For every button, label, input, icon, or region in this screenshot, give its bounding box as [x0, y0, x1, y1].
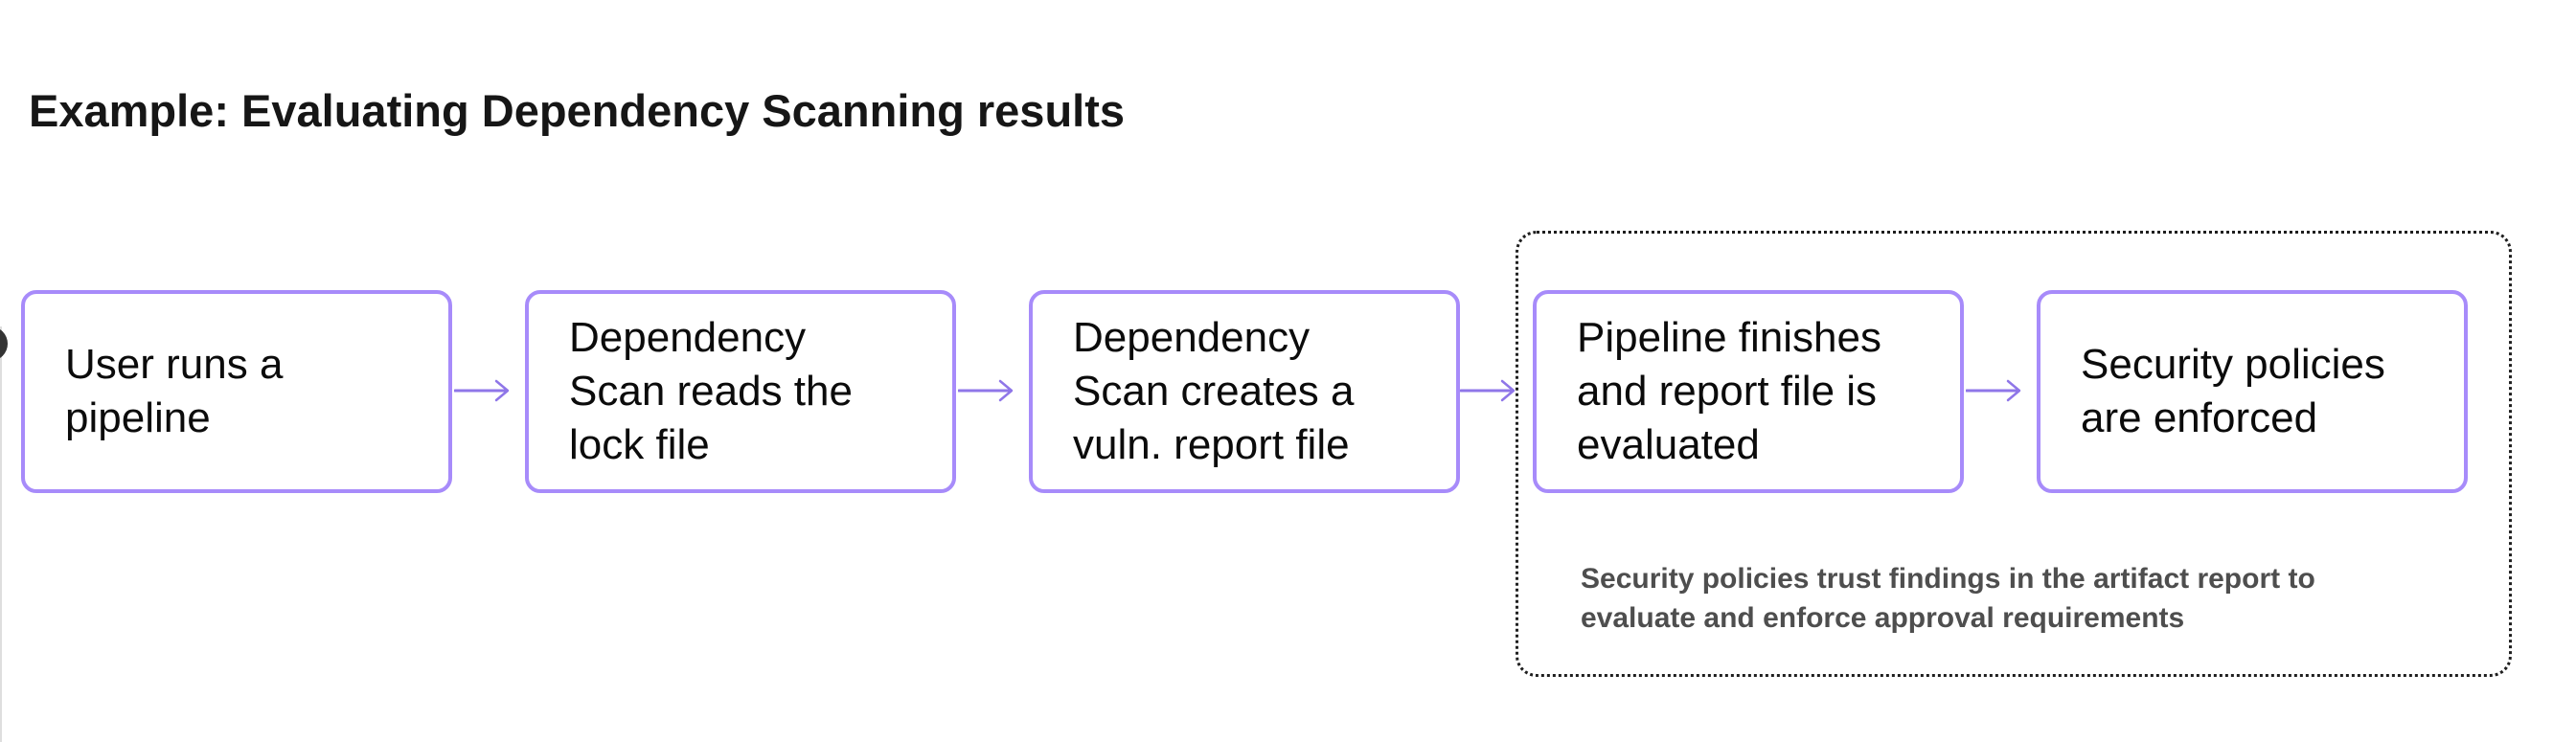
diagram-title: Example: Evaluating Dependency Scanning …	[29, 85, 1125, 136]
flow-step-label: Dependency Scan reads the lock file	[569, 314, 853, 468]
flow-step-user-runs-pipeline: User runs a pipeline	[21, 290, 452, 493]
policy-evaluation-group-outline	[1516, 231, 2512, 677]
flow-step-label: Dependency Scan creates a vuln. report f…	[1073, 314, 1355, 468]
flow-step-label: Pipeline finishes and report file is eva…	[1577, 314, 1881, 468]
flow-step-scan-reads-lock-file: Dependency Scan reads the lock file	[525, 290, 956, 493]
arrow-right-icon	[454, 379, 510, 402]
flow-step-label: User runs a pipeline	[65, 341, 284, 441]
arrow-right-icon	[958, 379, 1014, 402]
arrow-right-icon	[1460, 379, 1516, 402]
clipped-circle-artifact	[0, 326, 8, 361]
flow-step-scan-creates-report: Dependency Scan creates a vuln. report f…	[1029, 290, 1460, 493]
flow-step-policies-enforced: Security policies are enforced	[2037, 290, 2468, 493]
arrow-right-icon	[1966, 379, 2021, 402]
flow-step-label: Security policies are enforced	[2081, 341, 2385, 441]
policy-group-note: Security policies trust findings in the …	[1581, 563, 2315, 634]
clipped-panel-edge	[0, 326, 2, 742]
flow-step-pipeline-finishes-evaluated: Pipeline finishes and report file is eva…	[1533, 290, 1964, 493]
